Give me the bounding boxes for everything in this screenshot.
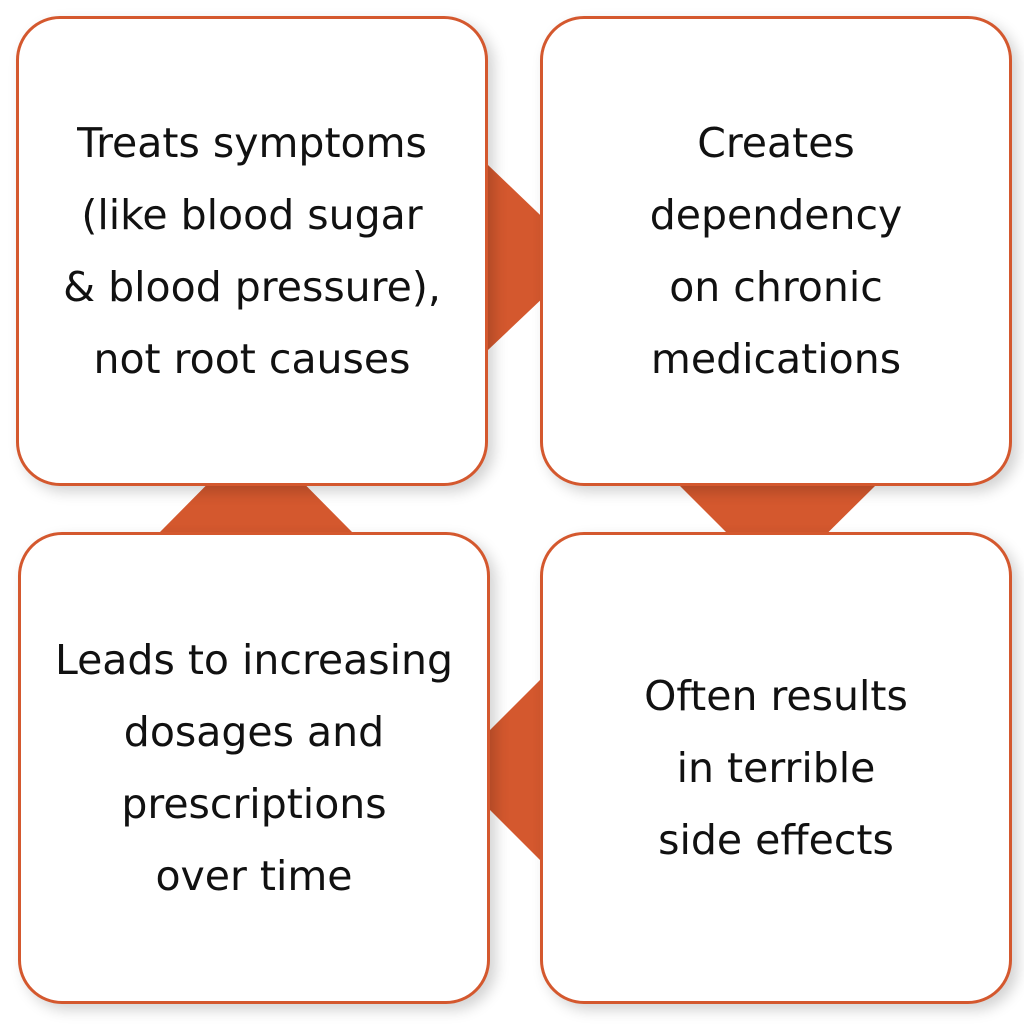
step-box-creates-dependency: Creates dependency on chronic medication… xyxy=(540,16,1012,486)
step-text: Often results in terrible side effects xyxy=(644,672,908,864)
step-text: Creates dependency on chronic medication… xyxy=(649,119,903,383)
step-box-treats-symptoms: Treats symptoms (like blood sugar & bloo… xyxy=(16,16,488,486)
step-box-side-effects: Often results in terrible side effects xyxy=(540,532,1012,1004)
arrow-left xyxy=(450,680,540,860)
step-text: Treats symptoms (like blood sugar & bloo… xyxy=(63,119,441,383)
step-text: Leads to increasing dosages and prescrip… xyxy=(54,636,454,900)
step-box-increasing-dosages: Leads to increasing dosages and prescrip… xyxy=(18,532,490,1004)
arrow-right xyxy=(488,165,585,350)
